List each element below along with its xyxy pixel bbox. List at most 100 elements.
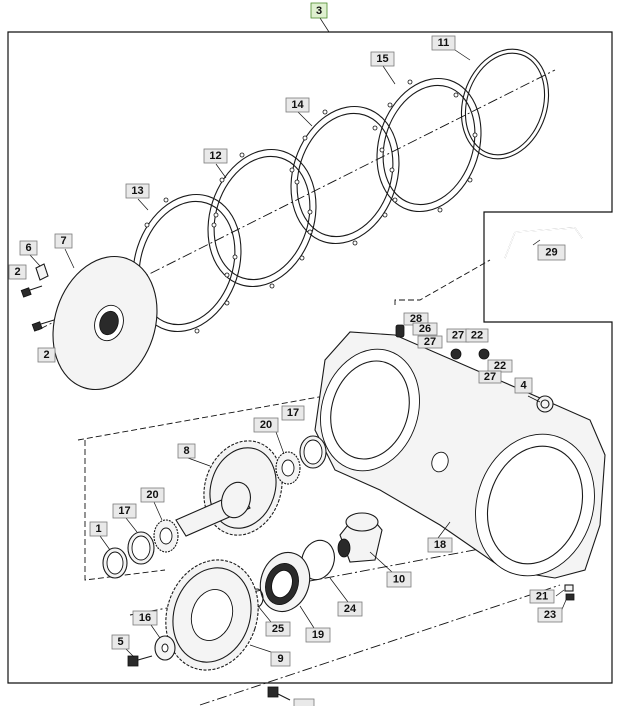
part-17-race-upper — [299, 435, 327, 469]
part-10-hub — [337, 512, 383, 563]
svg-text:17: 17 — [118, 505, 130, 517]
part-14-gasket — [290, 105, 400, 245]
callout-27-c: 27 — [478, 370, 502, 384]
svg-text:25: 25 — [272, 623, 284, 635]
bottom-bolt — [267, 686, 291, 701]
part-22-fitting-a — [450, 348, 462, 360]
callout-4: 4 — [514, 377, 533, 394]
svg-text:20: 20 — [146, 489, 158, 501]
callout-22-b: 22 — [487, 359, 513, 373]
callout-1: 1 — [89, 521, 108, 537]
part-11-o-ring — [460, 48, 550, 160]
svg-text:27: 27 — [424, 336, 436, 348]
callout-29: 29 — [537, 244, 566, 261]
svg-text:18: 18 — [434, 539, 446, 551]
dashed-guide-left — [77, 394, 331, 441]
part-20-bearing-upper — [275, 451, 301, 485]
callout-6: 6 — [19, 240, 38, 256]
svg-text:20: 20 — [260, 419, 272, 431]
callout-7: 7 — [54, 233, 73, 249]
callout-15: 15 — [370, 51, 395, 67]
svg-text:8: 8 — [183, 445, 189, 457]
dashed-guide-left-vert — [84, 440, 166, 581]
svg-text:6: 6 — [25, 242, 31, 254]
part-9-gear — [165, 559, 259, 671]
callout-2-lower: 2 — [37, 347, 56, 363]
svg-text:27: 27 — [452, 330, 464, 342]
part-22-fitting-b — [478, 348, 490, 360]
callout-10: 10 — [386, 571, 412, 588]
svg-text:29: 29 — [545, 247, 557, 259]
callout-5: 5 — [111, 634, 130, 650]
callout-26: 26 — [412, 322, 438, 336]
part-8-gear-shaft — [175, 440, 283, 537]
callout-2-upper: 2 — [8, 264, 27, 280]
svg-text:5: 5 — [117, 636, 123, 648]
svg-text:24: 24 — [344, 603, 357, 615]
part-20-bearing-lower — [153, 519, 179, 553]
svg-text:16: 16 — [139, 612, 151, 624]
svg-text:26: 26 — [419, 323, 431, 335]
part-2-bolt-lower — [31, 319, 55, 332]
dashed-guide-tube — [394, 259, 491, 305]
callout-9: 9 — [270, 651, 291, 667]
callout-16: 16 — [132, 610, 158, 626]
callout-top-3-label: 3 — [316, 5, 322, 17]
callout-top-3: 3 — [310, 2, 328, 19]
leader-lines — [29, 49, 567, 658]
centerline-bottom — [199, 584, 561, 706]
svg-text:10: 10 — [393, 574, 405, 586]
svg-text:19: 19 — [312, 629, 324, 641]
gasket-bolt-holes — [136, 79, 478, 334]
svg-text:14: 14 — [291, 99, 304, 111]
part-26-fitting — [395, 324, 405, 338]
callout-12: 12 — [203, 148, 228, 164]
callout-17-upper: 17 — [281, 405, 305, 421]
callout-20-upper: 20 — [253, 417, 279, 433]
bottom-callout-box-partial — [293, 698, 315, 706]
callout-19: 19 — [305, 627, 331, 643]
svg-text:22: 22 — [471, 330, 483, 342]
callout-21: 21 — [529, 589, 555, 604]
svg-text:22: 22 — [494, 360, 506, 372]
callout-25: 25 — [265, 621, 291, 637]
part-12-gasket — [207, 148, 317, 288]
svg-text:2: 2 — [14, 266, 20, 278]
svg-text:7: 7 — [60, 235, 66, 247]
top-callout-leader — [319, 17, 330, 33]
part-15-gasket — [376, 77, 482, 213]
callout-8: 8 — [177, 443, 196, 459]
part-23-seal — [565, 593, 575, 601]
part-24-o-ring — [301, 539, 335, 581]
svg-text:12: 12 — [209, 150, 221, 162]
callout-23: 23 — [537, 607, 563, 623]
part-6-clip — [35, 263, 49, 281]
part-29-tube — [504, 227, 583, 259]
svg-text:21: 21 — [536, 591, 548, 603]
svg-text:15: 15 — [376, 53, 388, 65]
part-13-gasket — [132, 193, 242, 333]
part-2-bolt-upper — [20, 285, 43, 298]
svg-text:17: 17 — [287, 407, 299, 419]
callout-14: 14 — [285, 97, 310, 113]
svg-text:9: 9 — [277, 653, 283, 665]
callout-18: 18 — [427, 537, 453, 553]
part-16-washer — [154, 635, 176, 661]
part-19-seal — [259, 551, 311, 613]
svg-text:11: 11 — [438, 37, 450, 49]
svg-text:28: 28 — [410, 313, 422, 325]
part-21-plug — [564, 584, 574, 592]
part-17-race-lower — [127, 531, 155, 565]
callout-24: 24 — [337, 601, 363, 617]
callout-20-lower: 20 — [140, 487, 165, 503]
part-5-bolt — [127, 655, 153, 667]
callout-11: 11 — [431, 35, 456, 51]
callout-27-a: 27 — [417, 335, 443, 349]
part-4-plug — [536, 395, 554, 413]
svg-text:13: 13 — [131, 185, 143, 197]
svg-text:2: 2 — [43, 349, 49, 361]
callout-22-a: 22 — [465, 328, 489, 343]
svg-text:4: 4 — [520, 380, 527, 392]
part-1-shim — [102, 547, 128, 579]
